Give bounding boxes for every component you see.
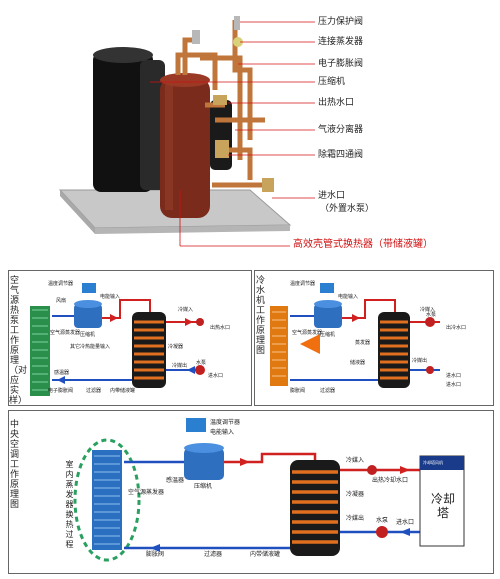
label-hot-water-outlet: 出热水口	[318, 98, 355, 108]
central-tower-label: 冷却塔	[430, 492, 455, 520]
chiller-cold-out-label: 冷媒出	[412, 358, 428, 364]
chiller-evaporator-fins	[270, 306, 288, 386]
label-pressure-valve: 压力保护阀	[318, 17, 364, 27]
panel-central-title: 中央空调工作原理图	[9, 420, 19, 510]
label-compressor: 压缩机	[318, 77, 346, 87]
chiller-controller-box	[320, 283, 334, 293]
air-cold-in-label: 冷媒入	[178, 307, 194, 313]
chiller-filter-label: 过滤器	[320, 388, 336, 394]
compressor-body	[93, 52, 153, 192]
air-cold-out-label: 冷媒出	[172, 363, 188, 369]
central-condenser-label: 冷凝器	[346, 491, 365, 498]
air-tank-label: 内带储液罐	[110, 388, 136, 394]
air-power-label: 电能输入	[100, 294, 121, 300]
central-out-label: 出热冷却水口	[372, 477, 409, 484]
central-tank-label: 内带储液罐	[250, 551, 281, 558]
panel-air-diagram	[30, 283, 205, 396]
central-expansion-label: 膨胀阀	[146, 551, 165, 558]
central-left-vertical: 室内蒸发器换热过程	[65, 460, 74, 549]
central-cold-out-label: 冷媒出	[346, 515, 365, 522]
chiller-cold-in-label: 冷媒入	[420, 307, 436, 313]
chiller-big-arrow	[300, 334, 320, 354]
central-sensor-label: 感温器	[166, 477, 185, 484]
label-defrost-valve: 除霜四通阀	[318, 150, 364, 160]
central-water-in-label: 进水口	[396, 519, 415, 526]
chiller-power-label: 电能输入	[338, 294, 359, 300]
air-sensor-label: 感温器	[54, 370, 70, 376]
label-connect-evaporator: 连接蒸发器	[318, 37, 364, 47]
air-fan-label: 风扇	[56, 298, 67, 304]
panel-air-title: 空气源热泵工作原理（对应实样）	[9, 276, 28, 406]
label-water-inlet: 进水口	[318, 191, 346, 201]
air-controller-box	[82, 283, 96, 293]
copper-pipes	[175, 20, 270, 188]
air-hot-out-label: 出热水口	[210, 325, 231, 331]
compressor-side	[140, 60, 165, 190]
chiller-evaporator-label: 空气源蒸发器	[292, 330, 323, 336]
valve-fittings	[192, 16, 274, 192]
chiller-inlet-label: 进水口	[446, 382, 462, 388]
panel-chiller-title: 冷水机工作原理图	[255, 276, 265, 356]
air-controller-label: 温度调节器	[48, 281, 74, 287]
chiller-controller-label: 温度调节器	[290, 281, 316, 287]
heat-exchanger-top	[160, 73, 210, 87]
panel-chiller-diagram	[270, 283, 440, 388]
central-airflow-loop	[73, 438, 141, 562]
base-tray-front	[95, 225, 290, 234]
central-compressor	[184, 448, 224, 480]
label-expansion-valve: 电子膨胀阀	[318, 59, 364, 69]
chiller-evap-label: 蒸发器	[355, 340, 371, 346]
chiller-out-label: 出冷水口	[446, 325, 467, 331]
central-compressor-label: 压缩机	[194, 483, 213, 490]
panel-air	[8, 270, 252, 406]
air-extra-label: 其它冷热能量输入	[70, 344, 111, 350]
air-condenser-label: 冷凝器	[168, 344, 184, 350]
central-cold-in-label: 冷媒入	[346, 457, 365, 464]
base-tray-side	[60, 190, 95, 234]
air-pump-label: 水泵	[196, 360, 207, 366]
air-compressor-label: 压缩机	[80, 332, 96, 338]
panel-central-diagram	[73, 418, 465, 562]
air-filter-label: 过滤器	[86, 388, 102, 394]
central-controller-label: 温度调节器	[210, 419, 241, 426]
label-separator: 气液分离器	[318, 125, 364, 135]
central-power-label: 电能输入	[210, 429, 235, 436]
central-pump-label: 水泵	[376, 517, 389, 524]
panel-central	[8, 410, 494, 574]
chiller-tank-label: 储液器	[350, 360, 366, 366]
separator	[210, 100, 232, 170]
central-evaporator-fins	[92, 450, 122, 550]
air-expansion-label: 电子膨胀阀	[48, 388, 74, 394]
chiller-pump-label: 水泵	[426, 312, 437, 318]
photo-leader-lines	[150, 21, 315, 247]
central-evap-label: 空气源蒸发器	[128, 489, 165, 496]
chiller-compressor	[314, 304, 342, 328]
label-external-pump: （外置水泵）	[320, 204, 375, 214]
central-filter-label: 过滤器	[204, 551, 223, 558]
chiller-expansion-label: 膨胀阀	[290, 388, 306, 394]
air-water-in-label: 进水口	[208, 373, 224, 379]
central-cooling-tower	[419, 455, 465, 547]
chiller-compressor-label: 压缩机	[320, 332, 336, 338]
compressor-top	[93, 47, 153, 63]
air-compressor	[74, 304, 102, 328]
panel-chiller	[254, 270, 494, 406]
heat-exchanger-highlight	[165, 85, 173, 210]
label-heat-exchanger: 高效壳管式换热器（带储液罐）	[293, 239, 433, 250]
air-evaporator-label: 空气源蒸发器	[50, 330, 81, 336]
chiller-water-in-label: 进水口	[446, 373, 462, 379]
central-controller-box	[186, 418, 206, 432]
central-tower-top-label: 冷却塔风机	[423, 460, 443, 465]
